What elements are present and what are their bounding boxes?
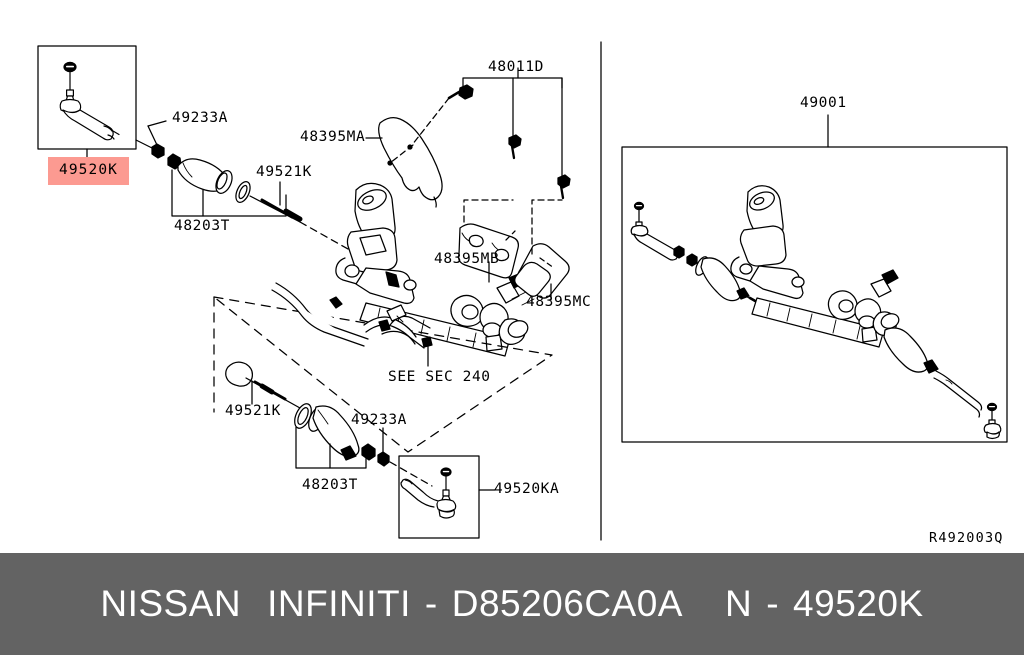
callout-49520K-highlighted: 49520K	[48, 157, 129, 185]
part-nut-49233A-top	[151, 143, 165, 159]
part-heatshield-48395MC	[514, 199, 570, 299]
footer-brand-nissan: NISSAN	[100, 583, 242, 624]
region-see-sec-240	[213, 296, 553, 453]
shaft-seg-a	[135, 139, 153, 149]
footer-caption: NISSAN INFINITI - D85206CA0A N - 49520K	[0, 553, 1024, 655]
leader-49233A-top	[147, 125, 158, 146]
part-steering-gear-assembly-left	[335, 182, 535, 357]
callout-48395MA: 48395MA	[300, 129, 366, 145]
footer-dash: -	[424, 583, 438, 624]
leader-49233A-top2	[147, 120, 167, 127]
inset-box-49520K	[37, 45, 137, 150]
part-complete-assembly-49001	[630, 185, 1002, 440]
right-panel-box	[621, 146, 1008, 443]
callout-48203T-top: 48203T	[174, 218, 230, 234]
footer-catalog-number: D85206CA0A	[451, 583, 683, 624]
footer-group-dash: -	[766, 583, 780, 624]
callout-see-sec-240: SEE SEC 240	[388, 369, 491, 385]
callout-49001: 49001	[800, 95, 847, 111]
callout-49521K-bot: 49521K	[225, 403, 281, 419]
bracket-48203T-bot	[295, 426, 367, 469]
callout-48395MB: 48395MB	[434, 251, 500, 267]
diagram-reference-code: R492003Q	[929, 530, 1004, 546]
part-heatshield-48395MB	[458, 199, 519, 279]
bracket-48203T-top	[171, 169, 287, 217]
part-tie-rod-end-inset	[59, 61, 120, 141]
footer-part-number: 49520K	[793, 583, 924, 624]
callout-49233A-bot: 49233A	[351, 412, 407, 428]
bolt-48011D-2	[508, 134, 522, 160]
part-heatshield-48395MA	[378, 97, 450, 208]
footer-brand-infiniti: INFINITI	[267, 583, 411, 624]
part-inner-rod-49521K-bot	[225, 361, 301, 409]
diagram-canvas: 49520K 49233A 48203T 49521K 48011D 48395…	[37, 41, 1008, 546]
footer-group-letter: N	[724, 583, 753, 624]
callout-48395MC: 48395MC	[526, 294, 592, 310]
part-nut-49233A-bot	[377, 451, 390, 467]
part-tie-rod-end-49520KA	[400, 467, 457, 519]
callout-49521K-top: 49521K	[256, 164, 312, 180]
bolt-48011D-1	[447, 84, 474, 100]
bolt-48011D-3	[557, 174, 571, 200]
callout-48203T-bot: 48203T	[302, 477, 358, 493]
callout-48011D: 48011D	[488, 59, 544, 75]
part-clamp-48203T-bot-nut	[361, 443, 376, 461]
inset-box-49520KA	[398, 455, 480, 539]
part-hoses-sec240	[271, 282, 433, 367]
callout-49520KA: 49520KA	[494, 481, 560, 497]
callout-49233A-top: 49233A	[172, 110, 228, 126]
diagram-linework	[37, 41, 1008, 541]
shaft-dash-bot	[389, 461, 433, 487]
footer-bar: NISSAN INFINITI - D85206CA0A N - 49520K	[0, 553, 1024, 655]
shaft-dash-top	[299, 221, 349, 250]
